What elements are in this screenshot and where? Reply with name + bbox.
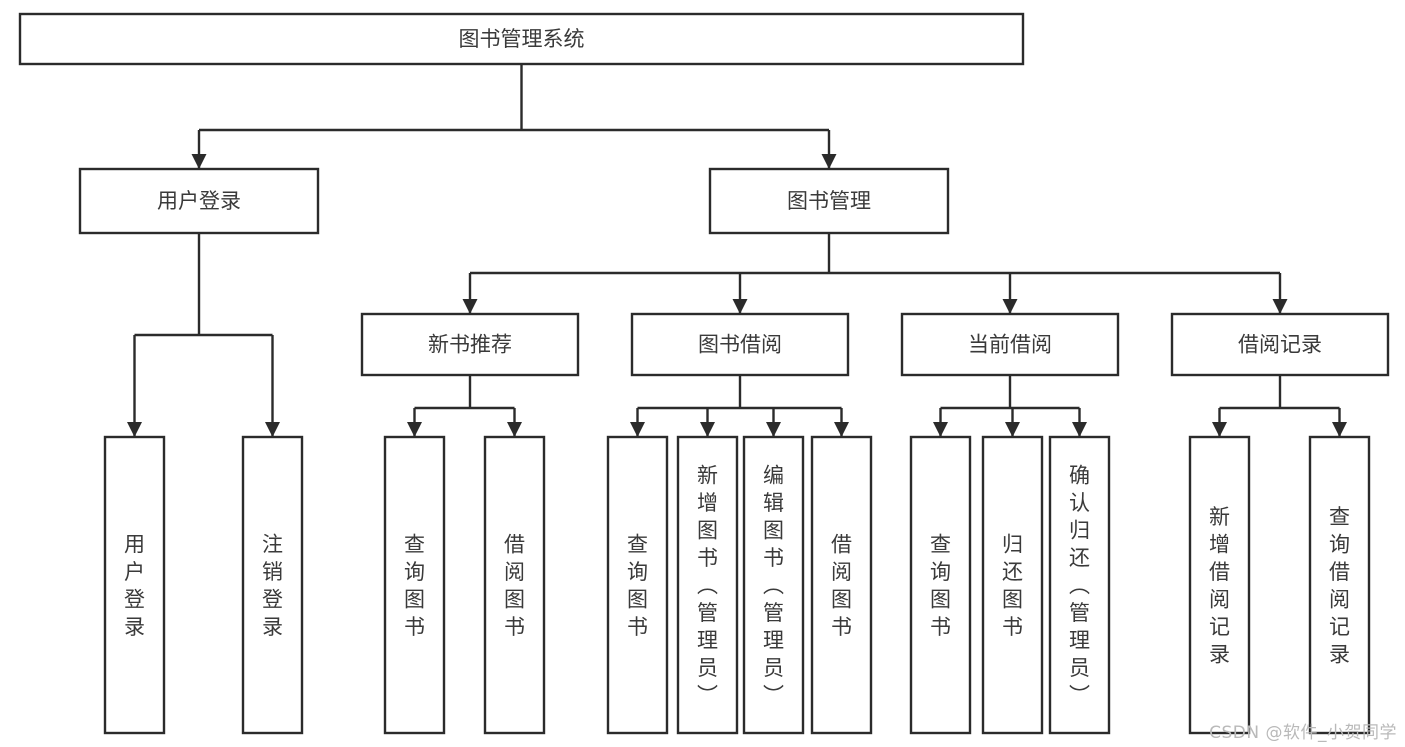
node-box-new-book-rec — [360, 312, 580, 377]
node-label-leaf-user-login: 用户登录 — [124, 532, 145, 639]
node-leaf-user-logout[interactable]: 注销登录 — [241, 435, 304, 735]
node-box-leaf-query-book-3 — [909, 435, 972, 735]
node-label-book-manage: 图书管理 — [787, 189, 871, 213]
node-leaf-add-record[interactable]: 新增借阅记录 — [1188, 435, 1251, 735]
arrow-head-leaf-edit-book — [766, 422, 781, 437]
node-layer: 图书管理系统用户登录图书管理新书推荐图书借阅当前借阅借阅记录用户登录注销登录查询… — [18, 12, 1390, 735]
node-label-leaf-user-logout: 注销登录 — [262, 532, 283, 639]
arrow-head-new-book-rec — [462, 299, 478, 314]
arrow-head-leaf-borrow-book-1 — [507, 422, 522, 437]
node-label-leaf-query-book-2: 查询图书 — [627, 532, 648, 639]
arrow-head-leaf-confirm-return — [1072, 422, 1087, 437]
node-label-leaf-query-record: 查询借阅记录 — [1329, 505, 1350, 667]
arrow-head-leaf-add-record — [1212, 422, 1227, 437]
node-leaf-query-book-1[interactable]: 查询图书 — [383, 435, 446, 735]
node-label-borrow-record: 借阅记录 — [1238, 333, 1322, 357]
node-label-current-borrow: 当前借阅 — [968, 333, 1052, 357]
node-leaf-query-book-3[interactable]: 查询图书 — [909, 435, 972, 735]
node-label-leaf-borrow-book-2: 借阅图书 — [831, 532, 852, 639]
node-leaf-borrow-book-1[interactable]: 借阅图书 — [483, 435, 546, 735]
arrow-head-book-borrow — [732, 299, 748, 314]
arrow-head-user-login — [191, 154, 207, 169]
node-label-book-borrow: 图书借阅 — [698, 333, 782, 357]
node-box-book-borrow — [630, 312, 850, 377]
node-box-leaf-query-book-2 — [606, 435, 669, 735]
node-book-manage[interactable]: 图书管理 — [708, 167, 950, 235]
node-leaf-query-book-2[interactable]: 查询图书 — [606, 435, 669, 735]
arrow-head-leaf-borrow-book-2 — [834, 422, 849, 437]
node-box-book-manage — [708, 167, 950, 235]
node-label-leaf-return-book: 归还图书 — [1002, 532, 1023, 639]
node-label-new-book-rec: 新书推荐 — [428, 333, 512, 357]
node-box-user-login — [78, 167, 320, 235]
arrow-head-leaf-return-book — [1005, 422, 1020, 437]
node-label-leaf-confirm-return: 确认归还︵管理员︶ — [1069, 464, 1090, 708]
node-borrow-record[interactable]: 借阅记录 — [1170, 312, 1390, 377]
node-label-leaf-query-book-3: 查询图书 — [930, 532, 951, 639]
node-book-borrow[interactable]: 图书借阅 — [630, 312, 850, 377]
node-box-current-borrow — [900, 312, 1120, 377]
node-label-leaf-query-book-1: 查询图书 — [404, 532, 425, 639]
arrow-head-leaf-user-login — [127, 422, 142, 437]
node-user-login[interactable]: 用户登录 — [78, 167, 320, 235]
arrow-head-leaf-add-book — [700, 422, 715, 437]
arrow-head-leaf-query-record — [1332, 422, 1347, 437]
node-new-book-rec[interactable]: 新书推荐 — [360, 312, 580, 377]
node-label-leaf-add-book: 新增图书︵管理员︶ — [697, 464, 718, 708]
arrow-head-leaf-query-book-2 — [630, 422, 645, 437]
node-box-leaf-add-record — [1188, 435, 1251, 735]
node-leaf-borrow-book-2[interactable]: 借阅图书 — [810, 435, 873, 735]
node-box-leaf-query-book-1 — [383, 435, 446, 735]
node-box-leaf-return-book — [981, 435, 1044, 735]
node-leaf-add-book[interactable]: 新增图书︵管理员︶ — [676, 435, 739, 735]
arrow-head-leaf-query-book-3 — [933, 422, 948, 437]
node-box-leaf-user-login — [103, 435, 166, 735]
node-label-leaf-edit-book: 编辑图书︵管理员︶ — [763, 464, 784, 708]
arrow-head-current-borrow — [1002, 299, 1018, 314]
node-box-leaf-borrow-book-2 — [810, 435, 873, 735]
node-leaf-query-record[interactable]: 查询借阅记录 — [1308, 435, 1371, 735]
arrow-head-leaf-query-book-1 — [407, 422, 422, 437]
node-label-user-login: 用户登录 — [157, 189, 241, 213]
arrow-head-book-manage — [821, 154, 837, 169]
node-label-root: 图书管理系统 — [459, 27, 585, 51]
arrow-head-borrow-record — [1272, 299, 1288, 314]
node-box-borrow-record — [1170, 312, 1390, 377]
node-box-root — [18, 12, 1025, 66]
node-leaf-edit-book[interactable]: 编辑图书︵管理员︶ — [742, 435, 805, 735]
node-box-leaf-query-record — [1308, 435, 1371, 735]
node-box-leaf-add-book — [676, 435, 739, 735]
node-leaf-confirm-return[interactable]: 确认归还︵管理员︶ — [1048, 435, 1111, 735]
node-root[interactable]: 图书管理系统 — [18, 12, 1025, 66]
node-label-leaf-borrow-book-1: 借阅图书 — [504, 532, 525, 639]
node-box-leaf-borrow-book-1 — [483, 435, 546, 735]
node-label-leaf-add-record: 新增借阅记录 — [1209, 505, 1230, 667]
connector-layer — [127, 64, 1347, 437]
node-box-leaf-user-logout — [241, 435, 304, 735]
node-box-leaf-edit-book — [742, 435, 805, 735]
arrow-head-leaf-user-logout — [265, 422, 280, 437]
node-box-leaf-confirm-return — [1048, 435, 1111, 735]
node-leaf-user-login[interactable]: 用户登录 — [103, 435, 166, 735]
node-leaf-return-book[interactable]: 归还图书 — [981, 435, 1044, 735]
node-current-borrow[interactable]: 当前借阅 — [900, 312, 1120, 377]
